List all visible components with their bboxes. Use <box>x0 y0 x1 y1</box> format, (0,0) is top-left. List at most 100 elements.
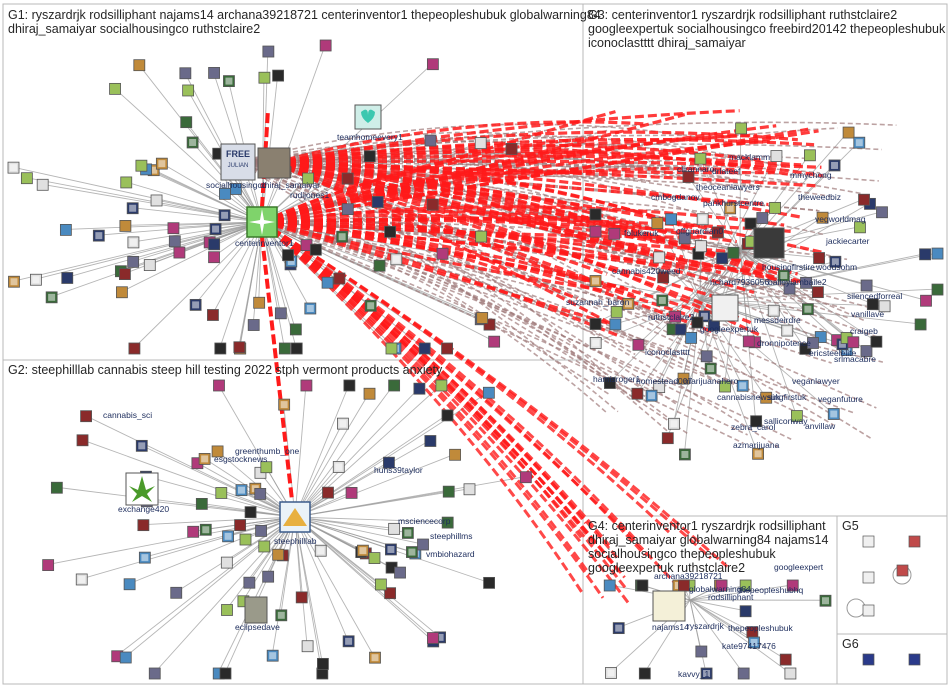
user-node <box>800 276 812 289</box>
label-craigeb: craigeb <box>850 326 878 336</box>
user-node <box>309 243 322 256</box>
najams14-node[interactable] <box>652 590 686 622</box>
user-node <box>424 435 437 447</box>
user-node <box>790 410 803 422</box>
edge-gray <box>689 599 746 612</box>
nodes-layer <box>7 39 944 680</box>
user-node <box>665 213 678 226</box>
user-avatar-icon <box>224 532 232 540</box>
edge-red <box>273 120 645 165</box>
user-node <box>876 206 888 219</box>
edge-mutual <box>237 161 793 263</box>
edge-gray <box>66 221 263 278</box>
user-avatar-icon <box>10 278 18 286</box>
user-avatar-icon <box>317 547 325 555</box>
label-exchange420: exchange420 <box>118 504 169 514</box>
dhiraj-samaiyar-node[interactable] <box>257 147 291 179</box>
edge-mutual <box>237 161 611 396</box>
edge-red <box>261 220 626 579</box>
user-node <box>737 667 750 680</box>
user-node <box>854 221 866 234</box>
user-avatar-icon <box>367 302 375 310</box>
eclipsedave-node[interactable] <box>244 596 268 624</box>
user-avatar-icon <box>277 611 285 619</box>
user-node <box>143 259 156 272</box>
edge-red <box>261 134 733 224</box>
label-pankhurstcentre: pankhurstcentre <box>703 198 764 208</box>
g4-title-line1: G4: centerinventor1 ryszardrjk rodsillip… <box>588 519 826 533</box>
edge-gray <box>689 599 753 633</box>
user-node <box>254 488 267 500</box>
user-node <box>135 159 148 172</box>
edge-red <box>273 161 616 327</box>
user-avatar-icon <box>201 455 209 463</box>
user-node <box>119 268 131 281</box>
user-node <box>482 386 495 399</box>
user-node <box>272 548 285 561</box>
user-node <box>214 342 227 355</box>
edge-mutual <box>261 221 607 414</box>
user-node <box>812 286 824 299</box>
user-node <box>260 461 273 474</box>
user-node <box>816 211 829 224</box>
edge-gray <box>121 221 263 293</box>
edge-red <box>261 220 614 327</box>
edges-red-layer <box>260 109 823 604</box>
user-avatar-icon <box>339 420 347 428</box>
edge-mutual <box>261 197 826 236</box>
edge-gray <box>128 516 296 585</box>
user-node <box>80 410 92 423</box>
housingfirstire-node[interactable] <box>753 227 785 259</box>
user-node <box>727 246 740 259</box>
label-richard7936056: richard7936056 <box>710 277 769 287</box>
user-avatar-icon <box>822 597 829 605</box>
edge-mutual <box>261 221 716 381</box>
user-avatar-icon <box>592 339 600 347</box>
label-cannabis-sci: cannabis_sci <box>103 410 152 420</box>
label-steephillms: steephillms <box>430 531 473 541</box>
user-avatar-icon <box>359 547 367 555</box>
edge-red <box>273 161 822 254</box>
user-avatar-icon <box>48 293 56 301</box>
user-node <box>735 122 748 135</box>
g5-node <box>862 604 875 617</box>
user-node <box>274 307 287 320</box>
label-marijuanahero: marijuanahero <box>684 376 739 386</box>
user-node <box>483 576 496 589</box>
user-avatar-icon <box>750 638 758 646</box>
label-ryszardrjk: ryszardrjk <box>687 621 725 631</box>
edge-red <box>273 109 740 165</box>
user-node <box>219 187 231 200</box>
label-singfirstuk: singfirstuk <box>768 392 807 402</box>
user-node <box>119 651 132 664</box>
user-node <box>657 271 670 284</box>
edge-red <box>260 220 585 596</box>
user-node <box>669 310 682 323</box>
user-avatar-icon <box>831 258 839 266</box>
edge-gray <box>153 516 296 674</box>
user-node <box>750 415 763 428</box>
user-avatar-icon <box>225 77 233 85</box>
edge-gray <box>689 599 791 674</box>
label-salliconway: salliconway <box>764 416 808 426</box>
edge-mutual <box>237 161 641 404</box>
edge-gray <box>689 584 746 601</box>
label-googleexpertuk: googleexpertuk <box>700 324 759 334</box>
edge-mutual <box>261 221 762 400</box>
user-avatar-icon <box>436 633 444 641</box>
user-node <box>20 172 33 185</box>
user-node <box>262 45 275 58</box>
user-node <box>807 337 819 349</box>
googleexpertuk-node[interactable] <box>711 294 739 322</box>
socialhousingco-node[interactable] <box>220 143 256 181</box>
user-avatar-icon <box>269 652 277 660</box>
user-node <box>814 331 827 343</box>
user-node <box>653 251 666 264</box>
edge-gray <box>294 384 307 518</box>
edge-red <box>273 154 802 167</box>
edge-gray <box>294 516 349 641</box>
label-drlateef: drlateef <box>712 166 741 176</box>
user-node <box>173 246 186 259</box>
user-node <box>756 212 769 224</box>
